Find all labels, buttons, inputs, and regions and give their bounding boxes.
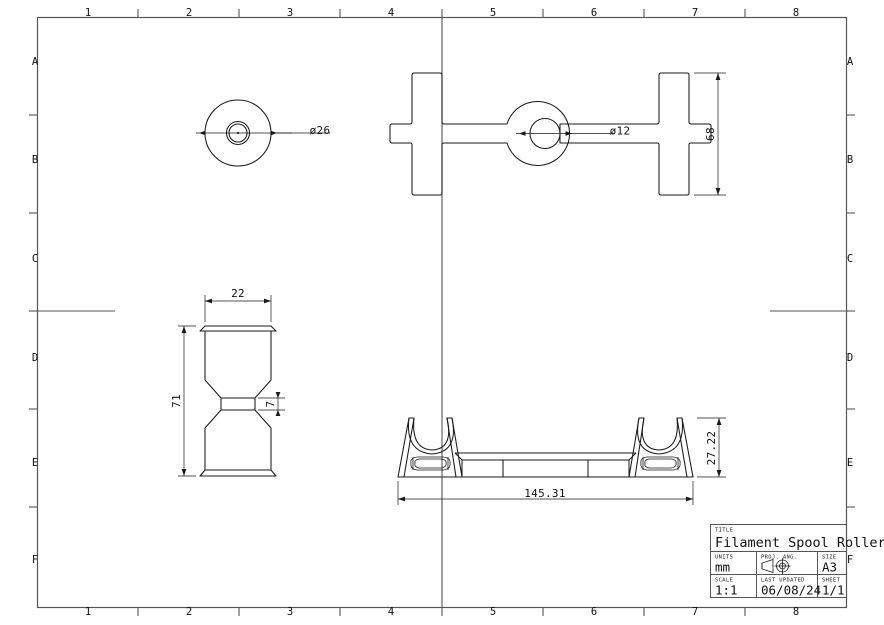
size-value: A3 <box>822 560 837 575</box>
column-label-1: 1 <box>85 7 91 19</box>
units-value: mm <box>715 560 730 575</box>
roller-side-view: 22 71 7 <box>170 287 285 477</box>
base-cradle-view: 145.31 27.22 <box>397 417 726 505</box>
column-label-7: 7 <box>692 7 698 19</box>
row-label-B: B <box>32 154 38 166</box>
row-label-D: D <box>32 352 38 364</box>
row-label-F: F <box>32 554 38 566</box>
first-angle-projection-symbol <box>761 558 791 574</box>
size-key: SIZE <box>822 555 837 561</box>
last-updated-value: 06/08/24 <box>761 583 821 598</box>
title-key: TITLE <box>715 528 733 534</box>
length-14531-label: 145.31 <box>524 487 566 500</box>
scale-value: 1:1 <box>715 583 738 598</box>
row-label-right-E: E <box>847 457 853 469</box>
row-label-C: C <box>32 253 38 265</box>
height-68-label: 68 <box>704 127 717 141</box>
column-label-bottom-3: 3 <box>287 606 293 618</box>
projection-key: PROJ. ANG. <box>761 555 797 561</box>
sheet-value: 1/1 <box>822 583 845 598</box>
diameter-12-label: ø12 <box>610 125 631 138</box>
height-2722-label: 27.22 <box>705 431 718 466</box>
column-label-2: 2 <box>186 7 192 19</box>
row-label-A: A <box>32 56 39 68</box>
column-label-5: 5 <box>490 7 496 19</box>
row-label-right-D: D <box>847 352 853 364</box>
roller-end-view: ø26 <box>196 99 331 167</box>
scale-key: SCALE <box>715 578 733 584</box>
row-ticks <box>29 114 855 508</box>
column-label-8: 8 <box>793 7 799 19</box>
column-label-bottom-5: 5 <box>490 606 496 618</box>
spool-hub-plate-view: ø12 68 <box>389 72 726 196</box>
row-label-right-B: B <box>847 154 853 166</box>
column-label-bottom-4: 4 <box>388 606 394 618</box>
width-22-label: 22 <box>231 287 245 300</box>
column-label-bottom-1: 1 <box>85 606 91 618</box>
column-label-3: 3 <box>287 7 293 19</box>
row-labels: A B C D E F A B C D E F <box>32 56 854 566</box>
column-label-6: 6 <box>591 7 597 19</box>
column-label-bottom-7: 7 <box>692 606 698 618</box>
column-label-bottom-8: 8 <box>793 606 799 618</box>
row-label-right-A: A <box>847 56 854 68</box>
title-value: Filament Spool Roller <box>715 535 884 551</box>
row-label-right-F: F <box>847 554 853 566</box>
row-label-E: E <box>32 457 38 469</box>
column-label-bottom-6: 6 <box>591 606 597 618</box>
sheet-key: SHEET <box>822 578 841 584</box>
column-label-bottom-2: 2 <box>186 606 192 618</box>
units-key: UNITS <box>715 555 733 561</box>
column-label-4: 4 <box>388 7 394 19</box>
column-labels: 1 2 3 4 5 6 7 8 1 2 3 4 5 6 7 8 <box>85 7 799 618</box>
waist-7-label: 7 <box>264 401 277 408</box>
diameter-26-label: ø26 <box>310 124 331 137</box>
last-updated-key: LAST UPDATED <box>761 578 805 584</box>
title-block: TITLE Filament Spool Roller UNITS mm PRO… <box>710 524 884 598</box>
height-71-label: 71 <box>170 394 183 408</box>
row-label-right-C: C <box>847 253 853 265</box>
